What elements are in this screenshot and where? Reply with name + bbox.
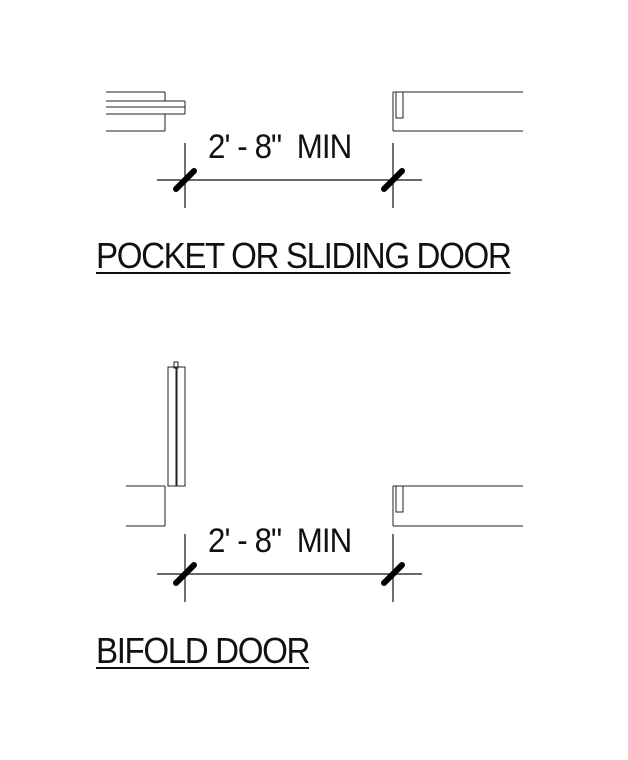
- bifold-door-dimension-label: 2' - 8" MIN: [208, 522, 352, 560]
- pocket-door-title: POCKET OR SLIDING DOOR: [96, 235, 512, 276]
- pocket-door-dimension-line: [157, 143, 422, 208]
- pocket-door-left-jamb: [106, 91, 186, 132]
- bifold-door-panels: [167, 361, 186, 487]
- pocket-door-right-jamb: [392, 91, 523, 132]
- bifold-door-right-jamb: [392, 485, 523, 527]
- bifold-door-dimension-line: [157, 534, 422, 602]
- dimension-tick-left: [173, 562, 197, 586]
- bifold-door-title: BIFOLD DOOR: [96, 630, 310, 671]
- pocket-door-dimension-label: 2' - 8" MIN: [208, 128, 352, 166]
- dimension-tick-right: [381, 168, 405, 192]
- dimension-tick-right: [381, 562, 405, 586]
- bifold-door-left-jamb: [126, 485, 166, 527]
- dimension-tick-left: [173, 168, 197, 192]
